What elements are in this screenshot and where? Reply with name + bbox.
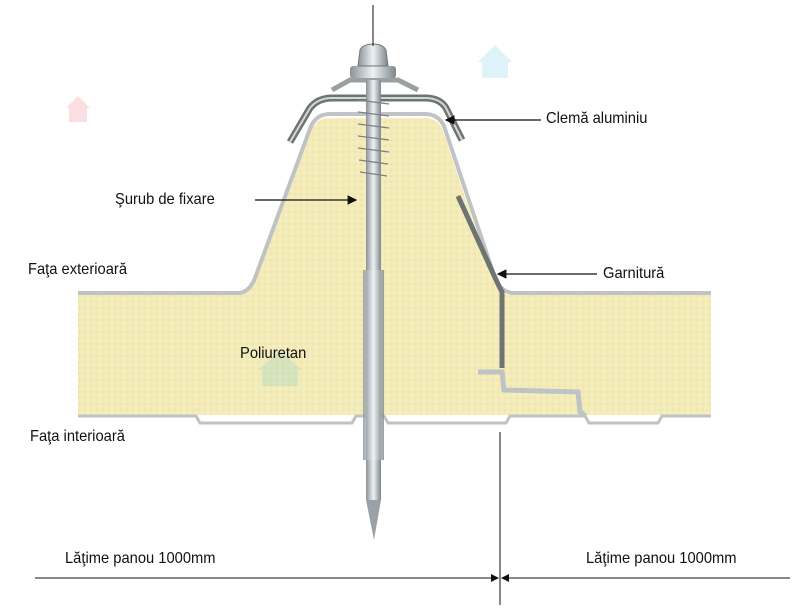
- gasket-label: Garnitură: [603, 265, 665, 282]
- exterior-face-label: Faţa exterioară: [28, 261, 128, 278]
- gasket: [455, 194, 505, 368]
- clamp-label: Clemă aluminiu: [546, 110, 648, 127]
- interior-face-label: Faţa interioară: [30, 428, 125, 445]
- panel-width-label-right: Lăţime panou 1000mm: [586, 550, 737, 567]
- interior-sheet: [78, 414, 711, 425]
- polyurethane-core: [78, 118, 711, 415]
- house-watermark-icon: [66, 45, 512, 386]
- joint-lip: [478, 369, 588, 419]
- panel-width-label-left: Lăţime panou 1000mm: [65, 550, 216, 567]
- core-label: Poliuretan: [240, 345, 307, 362]
- screw-label: Şurub de fixare: [115, 191, 215, 208]
- fixing-screw: [350, 43, 396, 540]
